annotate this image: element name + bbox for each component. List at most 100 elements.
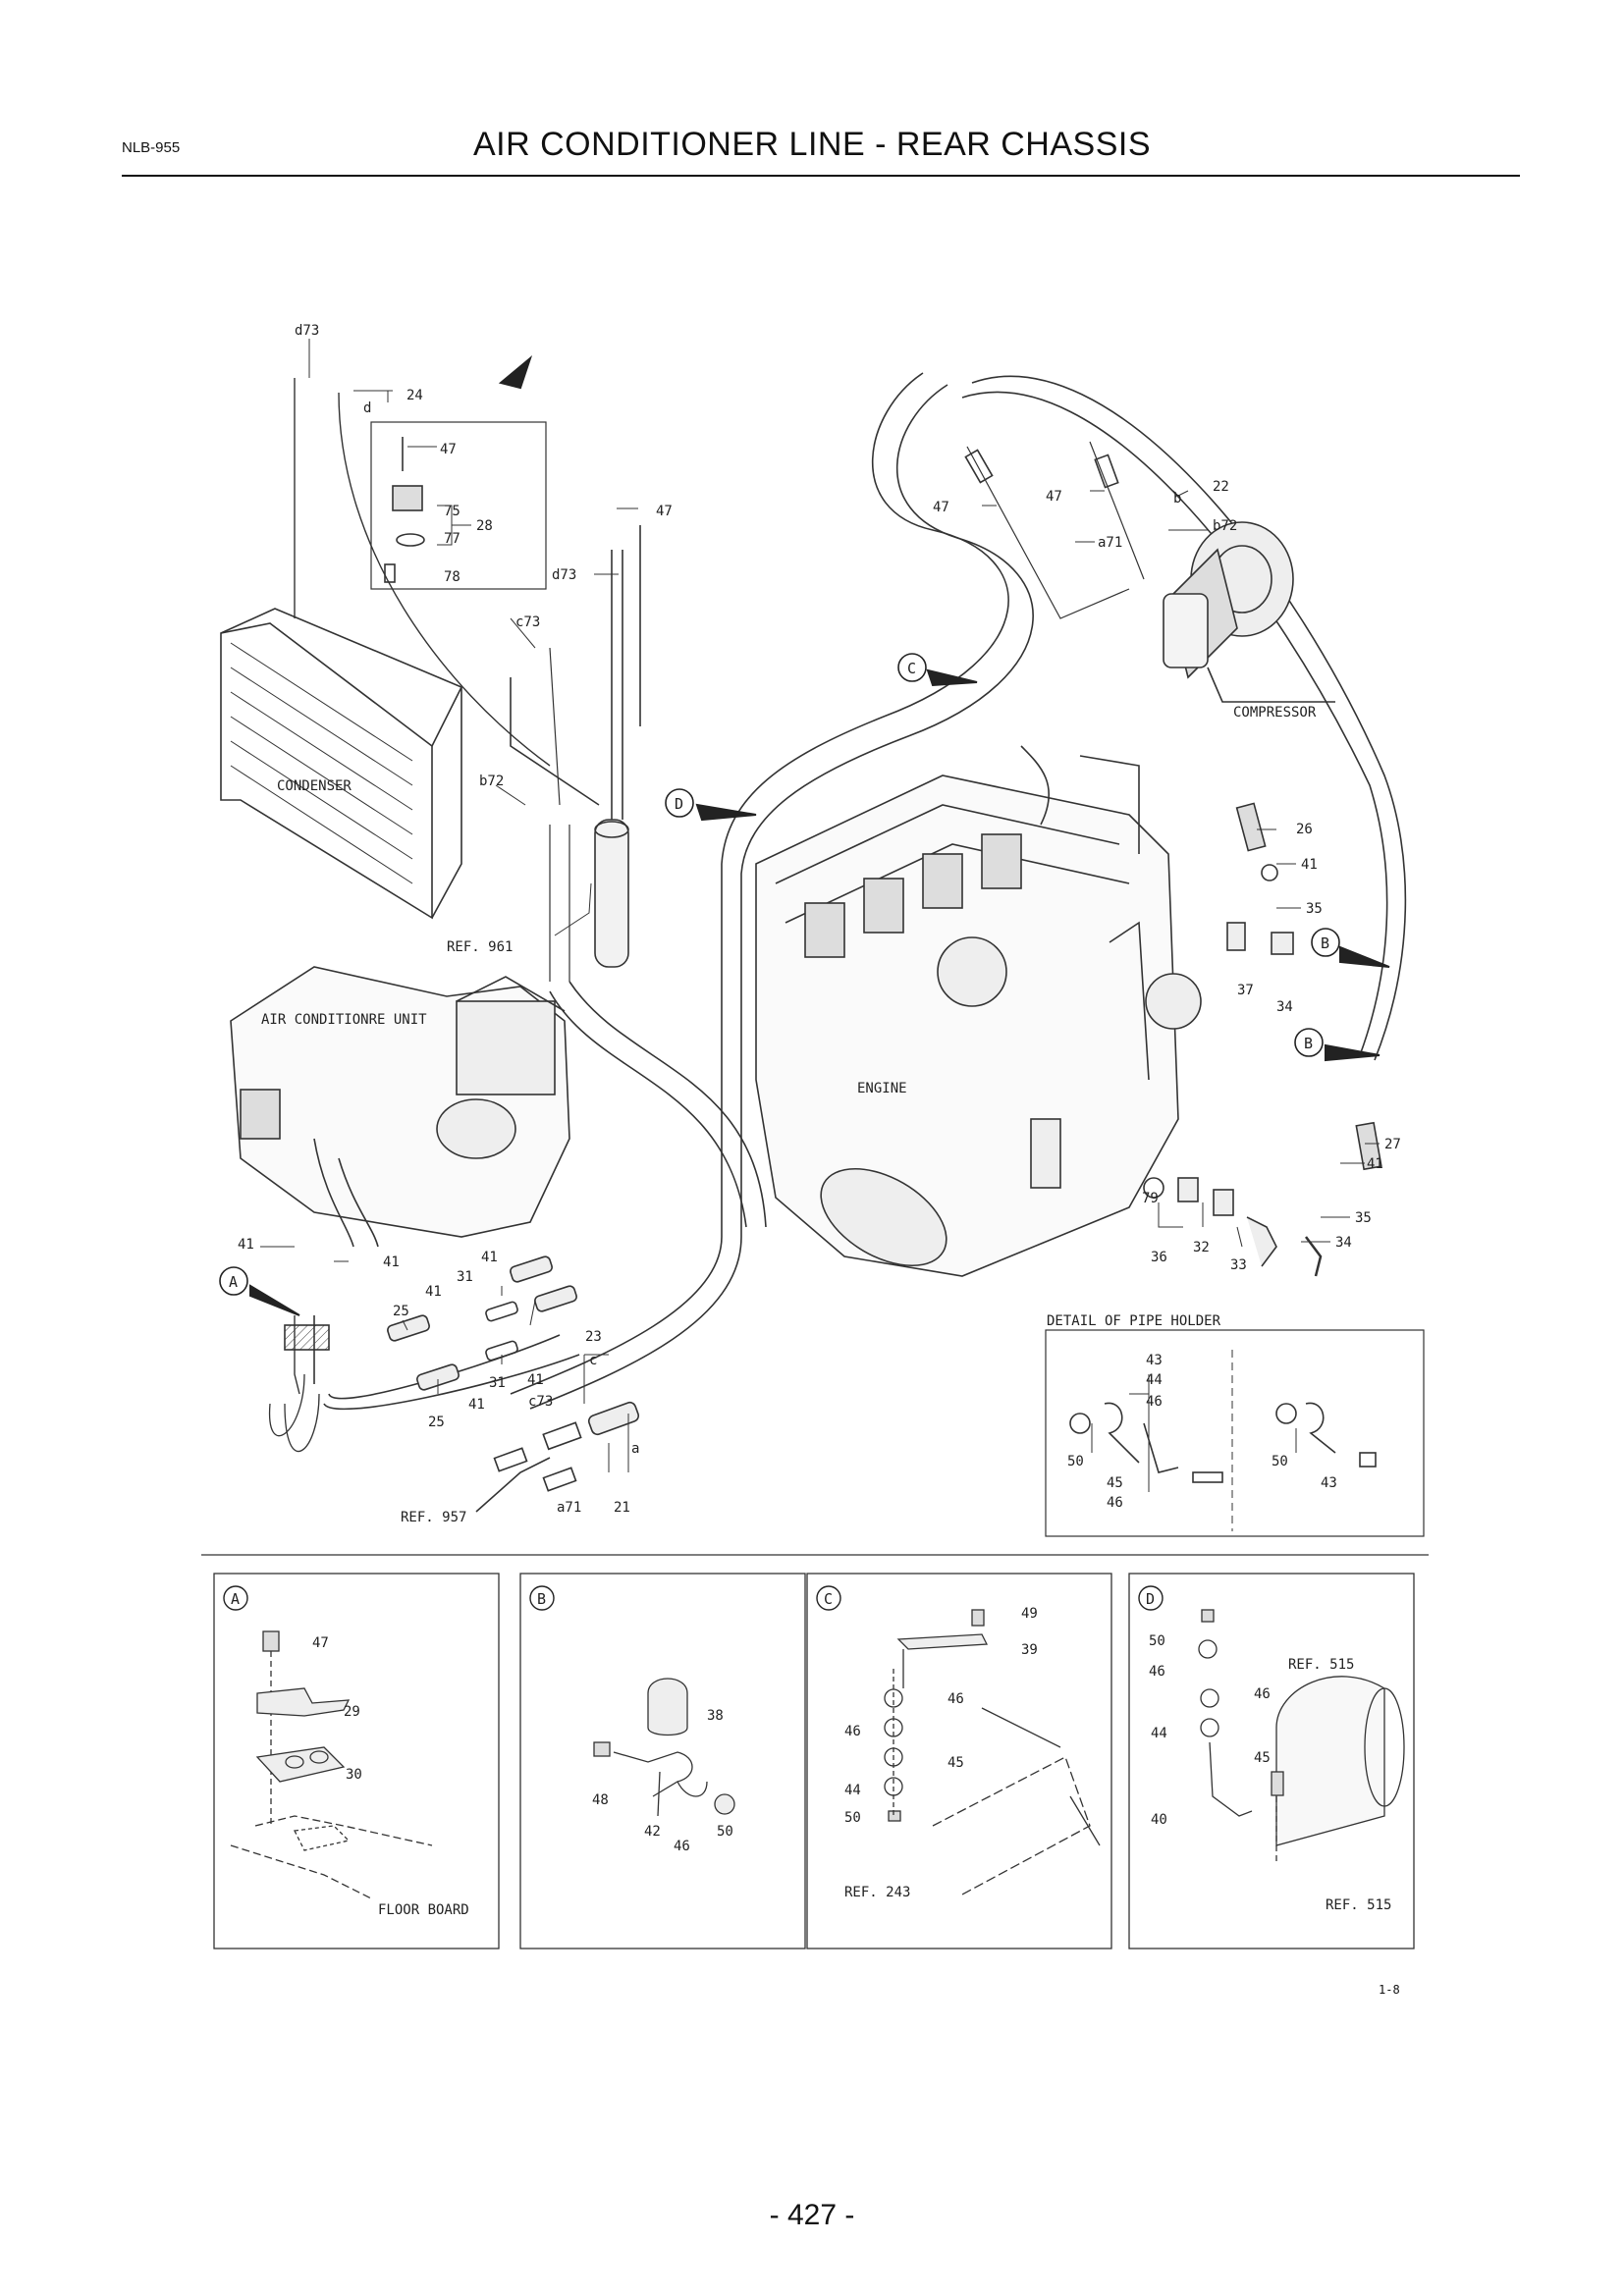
label-41-g: 41 xyxy=(527,1372,544,1388)
panel-a-parts xyxy=(230,1630,433,1900)
label-25-b: 25 xyxy=(428,1415,445,1430)
label-41-c: 41 xyxy=(238,1237,254,1253)
panel-a-letter: A xyxy=(231,1590,240,1608)
detail-panel-d xyxy=(1128,1573,1415,1949)
hose-run xyxy=(510,372,1407,1410)
panel-b-label-38: 38 xyxy=(707,1708,724,1724)
label-31-a: 31 xyxy=(457,1269,473,1285)
panel-d-parts xyxy=(1198,1609,1405,1865)
label-43-a: 43 xyxy=(1146,1353,1163,1368)
panel-d-ref-515-top: REF. 515 xyxy=(1288,1657,1354,1673)
label-47-a: 47 xyxy=(440,442,457,457)
page-title: AIR CONDITIONER LINE - REAR CHASSIS xyxy=(472,126,1152,163)
label-24: 24 xyxy=(406,388,423,403)
label-21: 21 xyxy=(614,1500,630,1516)
ref-957-label: REF. 957 xyxy=(401,1510,466,1525)
label-a71-top: a71 xyxy=(1098,535,1122,551)
label-78: 78 xyxy=(444,569,460,585)
label-50-a: 50 xyxy=(1067,1454,1084,1469)
panel-c-parts xyxy=(884,1609,1101,1896)
panel-c-label-49: 49 xyxy=(1021,1606,1038,1622)
panel-d-label-44: 44 xyxy=(1151,1726,1167,1741)
label-41-d: 41 xyxy=(383,1255,400,1270)
label-32: 32 xyxy=(1193,1240,1210,1255)
label-26: 26 xyxy=(1296,822,1313,837)
receiver-drier xyxy=(594,525,641,968)
label-b72-right: b72 xyxy=(1213,518,1237,534)
label-25-a: 25 xyxy=(393,1304,409,1319)
panel-c-label-44: 44 xyxy=(844,1783,861,1798)
document-code: NLB-955 xyxy=(122,139,181,156)
panel-d-label-40: 40 xyxy=(1151,1812,1167,1828)
engine xyxy=(755,745,1202,1277)
panel-a-label-30: 30 xyxy=(346,1767,362,1783)
panel-b-letter: B xyxy=(537,1590,546,1608)
label-46-b: 46 xyxy=(1107,1495,1123,1511)
header-rule xyxy=(122,175,1520,177)
label-47-b: 47 xyxy=(656,504,673,519)
compressor-label: COMPRESSOR xyxy=(1233,705,1317,721)
callout-c: C xyxy=(907,660,916,677)
panel-b-label-48: 48 xyxy=(592,1792,609,1808)
page-number: - 427 - xyxy=(769,2199,855,2231)
label-34-a: 34 xyxy=(1276,999,1293,1015)
panel-b-label-46: 46 xyxy=(674,1839,690,1854)
label-d73-top: d73 xyxy=(295,323,319,339)
label-41-f: 41 xyxy=(481,1250,498,1265)
panel-a-label-47: 47 xyxy=(312,1635,329,1651)
panel-c-label-46-b: 46 xyxy=(844,1724,861,1739)
ac-unit xyxy=(230,966,570,1248)
label-b: b xyxy=(1173,491,1181,507)
label-22: 22 xyxy=(1213,479,1229,495)
label-47-c: 47 xyxy=(1046,489,1062,505)
callout-a: A xyxy=(229,1273,238,1291)
panel-b-parts xyxy=(593,1678,735,1817)
label-79: 79 xyxy=(1142,1191,1159,1206)
label-41-b: 41 xyxy=(1367,1156,1383,1172)
pipe-holder-left xyxy=(1069,1402,1223,1483)
label-41-h: 41 xyxy=(468,1397,485,1413)
panel-d-ref-515-bottom: REF. 515 xyxy=(1326,1897,1391,1913)
label-47-d: 47 xyxy=(933,500,949,515)
label-27: 27 xyxy=(1384,1137,1401,1152)
compressor xyxy=(1163,521,1335,703)
panel-d-label-46-b: 46 xyxy=(1254,1686,1271,1702)
label-31-b: 31 xyxy=(489,1375,506,1391)
panel-c-label-46-a: 46 xyxy=(947,1691,964,1707)
label-37: 37 xyxy=(1237,983,1254,998)
label-23: 23 xyxy=(585,1329,602,1345)
label-34-b: 34 xyxy=(1335,1235,1352,1251)
panel-c-label-39: 39 xyxy=(1021,1642,1038,1658)
panel-b-label-50: 50 xyxy=(717,1824,733,1840)
panel-c-label-45: 45 xyxy=(947,1755,964,1771)
panel-a-floor-board: FLOOR BOARD xyxy=(378,1902,469,1918)
pipe-holder-right xyxy=(1275,1402,1377,1468)
callout-b-upper: B xyxy=(1321,934,1329,952)
panel-d-letter: D xyxy=(1146,1590,1155,1608)
pipe-holder-title: DETAIL OF PIPE HOLDER xyxy=(1047,1313,1221,1329)
label-d73-mid: d73 xyxy=(552,567,576,583)
panel-c-label-50: 50 xyxy=(844,1810,861,1826)
label-d-top: d xyxy=(363,400,371,416)
label-a: a xyxy=(631,1441,639,1457)
pressure-switch xyxy=(384,437,425,583)
label-35-b: 35 xyxy=(1355,1210,1372,1226)
label-28: 28 xyxy=(476,518,493,534)
condenser xyxy=(220,608,462,920)
panel-d-label-46-a: 46 xyxy=(1149,1664,1165,1680)
panel-a-label-29: 29 xyxy=(344,1704,360,1720)
label-43-b: 43 xyxy=(1321,1475,1337,1491)
sheet-reference: 1-8 xyxy=(1379,1983,1400,1997)
label-b72-left: b72 xyxy=(479,774,504,789)
detail-panel-c xyxy=(806,1573,1112,1949)
detail-box-28 xyxy=(370,421,547,590)
pipe-holder-detail-box xyxy=(1045,1329,1425,1537)
label-33: 33 xyxy=(1230,1257,1247,1273)
label-75: 75 xyxy=(444,504,460,519)
label-41-a: 41 xyxy=(1301,857,1318,873)
label-35-a: 35 xyxy=(1306,901,1323,917)
panel-b-label-42: 42 xyxy=(644,1824,661,1840)
label-44: 44 xyxy=(1146,1372,1163,1388)
label-c73: c73 xyxy=(515,614,540,630)
